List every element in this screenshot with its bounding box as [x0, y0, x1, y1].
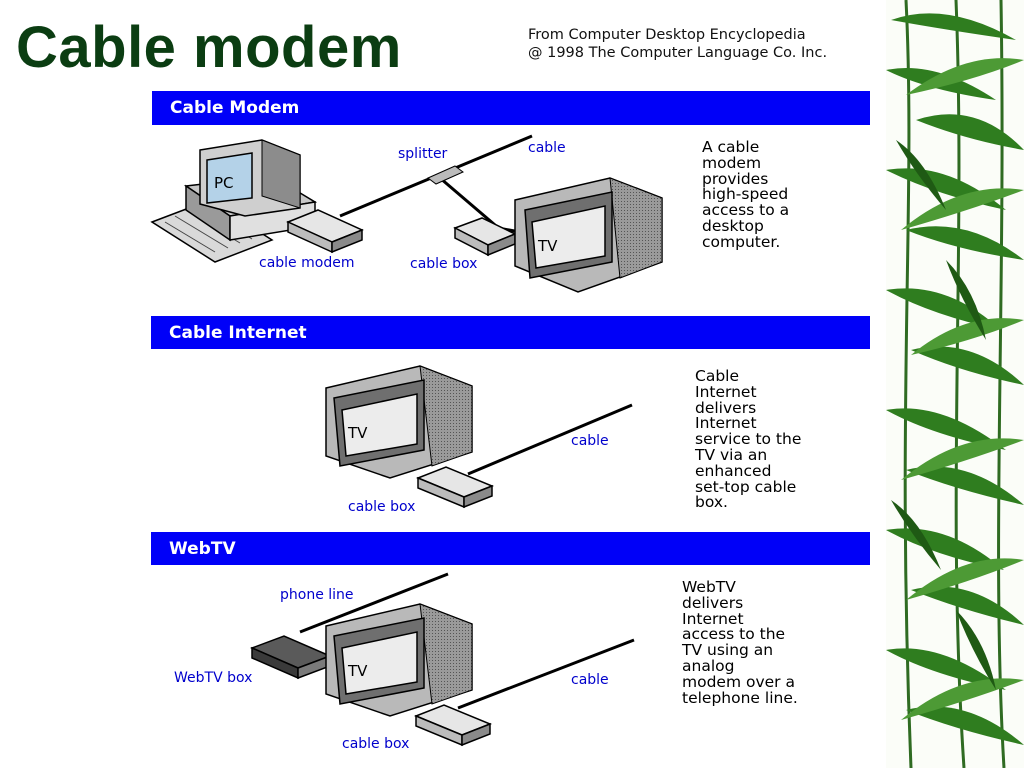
pc-screen-label: PC	[214, 174, 234, 192]
cable-label-1: cable	[528, 140, 566, 156]
description-cable-internet: Cable Internet delivers Internet service…	[695, 367, 802, 512]
cable-modem-label: cable modem	[259, 255, 355, 271]
description-webtv: WebTV delivers Internet access to the TV…	[682, 578, 798, 707]
tv-screen-label-2: TV	[348, 424, 368, 442]
splitter-label: splitter	[398, 146, 448, 162]
section-header-cable-modem: Cable Modem	[152, 91, 870, 125]
tv-icon-section-2	[325, 365, 473, 479]
tv-screen-label-1: TV	[538, 237, 558, 255]
section-header-webtv: WebTV	[151, 532, 870, 565]
lines-section-3	[299, 572, 635, 710]
description-cable-modem: A cable modem provides high-speed access…	[702, 138, 790, 251]
cable-box-label-3: cable box	[342, 736, 410, 752]
credit-line-2: @ 1998 The Computer Language Co. Inc.	[528, 45, 828, 61]
cable-box-icon-section-3	[413, 704, 493, 747]
pc-icon	[150, 139, 318, 263]
splitter-icon	[427, 165, 464, 185]
cable-line-section-2	[467, 403, 633, 476]
tv-icon	[514, 177, 663, 293]
tv-screen-label-3: TV	[348, 662, 368, 680]
bamboo-decoration	[886, 0, 1024, 768]
credit-line-1: From Computer Desktop Encyclopedia	[528, 27, 806, 43]
tv-icon-section-3	[325, 603, 473, 717]
slide-title: Cable modem	[16, 15, 402, 80]
phone-line-label: phone line	[280, 587, 354, 603]
cable-label-3: cable	[571, 672, 609, 688]
cable-box-label-1: cable box	[410, 256, 478, 272]
section-header-cable-internet: Cable Internet	[151, 316, 870, 349]
cable-box-icon	[453, 217, 517, 257]
cable-label-2: cable	[571, 433, 609, 449]
cable-box-label-2: cable box	[348, 499, 416, 515]
cable-modem-icon	[286, 209, 364, 254]
webtv-box-icon	[250, 635, 332, 680]
webtv-box-label: WebTV box	[174, 670, 253, 686]
source-credit: From Computer Desktop Encyclopedia @ 199…	[528, 26, 827, 62]
cable-box-icon-section-2	[415, 466, 495, 509]
